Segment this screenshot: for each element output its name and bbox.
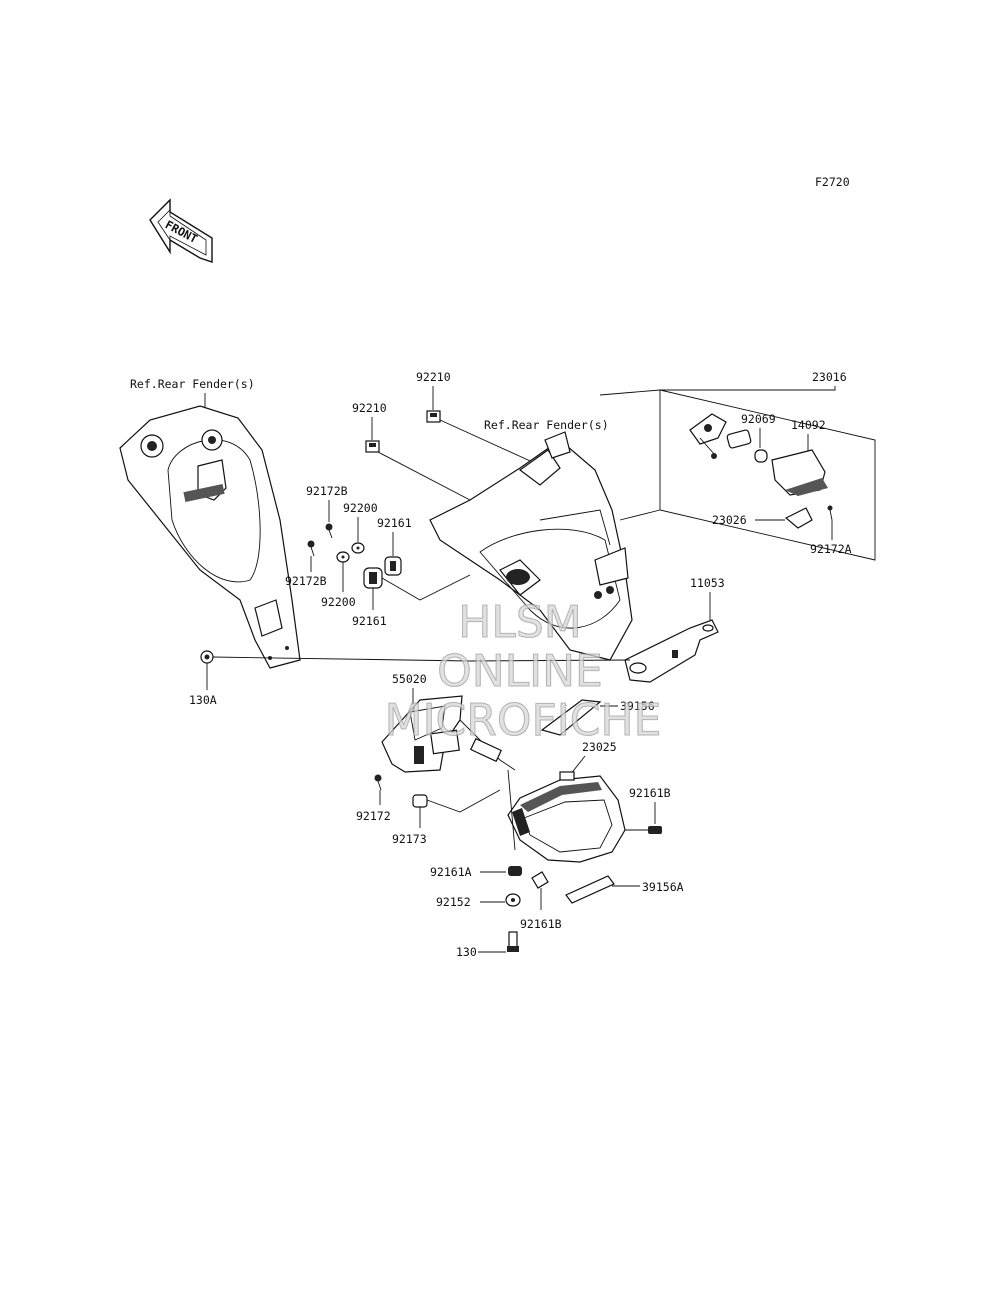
figure-code: F2720 — [815, 175, 850, 189]
label-92161A: 92161A — [430, 865, 472, 879]
label-23026: 23026 — [712, 513, 747, 527]
grommet-92161A-icon — [508, 866, 522, 876]
leader-grommets-to-fender — [381, 574, 471, 601]
pad-39156A-icon — [565, 875, 615, 904]
bulb-92069-icon — [754, 449, 768, 463]
label-92161B-a: 92161B — [629, 786, 671, 800]
label-92152: 92152 — [436, 895, 471, 909]
label-92172B-a: 92172B — [306, 484, 348, 498]
label-14092: 14092 — [791, 418, 826, 432]
screw-92172A-icon — [827, 505, 833, 521]
lamp-cover-14092-icon — [771, 449, 828, 496]
bolt-130-icon — [507, 931, 519, 952]
screw-130A-icon — [200, 650, 214, 664]
screw-92172-icon — [374, 774, 382, 791]
washer-92152-icon — [505, 893, 521, 907]
leader-11053-to-bolt — [469, 659, 631, 662]
rear-fender-panel-left — [119, 405, 301, 669]
label-130: 130 — [456, 945, 477, 959]
label-39156A: 39156A — [642, 880, 684, 894]
label-92161-b: 92161 — [352, 614, 387, 628]
label-23016: 23016 — [812, 370, 847, 384]
label-55020: 55020 — [392, 672, 427, 686]
grommet-92161B-icon — [531, 826, 662, 889]
kit-box-23016 — [659, 389, 876, 561]
leader-130A — [212, 656, 471, 662]
ref-rear-fender-left: Ref.Rear Fender(s) — [130, 377, 255, 391]
label-92210-b: 92210 — [352, 401, 387, 415]
watermark-line-1: HLSM — [458, 597, 582, 648]
bracket-11053-icon — [624, 619, 719, 683]
clip-92210-icon — [365, 410, 441, 453]
stay-55020-icon — [381, 695, 516, 773]
watermark-line-3: MICROFICHE — [385, 695, 662, 746]
grommet-92161-icon — [363, 556, 402, 589]
tail-lamp-23025-icon — [507, 771, 626, 863]
nut-92173-icon — [412, 794, 428, 808]
label-92210-a: 92210 — [416, 370, 451, 384]
label-92172: 92172 — [356, 809, 391, 823]
ref-rear-fender-right: Ref.Rear Fender(s) — [484, 418, 609, 432]
license-lamp-socket-icon — [689, 413, 752, 459]
label-130A: 130A — [189, 693, 217, 707]
label-92172B-b: 92172B — [285, 574, 327, 588]
label-92200-b: 92200 — [321, 595, 356, 609]
leader-23016 — [660, 386, 836, 391]
label-92173: 92173 — [392, 832, 427, 846]
label-92069: 92069 — [741, 412, 776, 426]
front-arrow-icon: FRONT — [149, 198, 213, 263]
leader-center-bolt — [507, 769, 516, 851]
label-92172A: 92172A — [810, 542, 852, 556]
label-11053: 11053 — [690, 576, 725, 590]
watermark: HLSM ONLINE MICROFICHE — [384, 597, 662, 747]
leader-92210-b-to-fender — [377, 451, 471, 501]
pad-39156-icon — [540, 699, 602, 736]
leader-kit-to-fender — [599, 389, 661, 396]
label-92161-a: 92161 — [377, 516, 412, 530]
label-92161B-b: 92161B — [520, 917, 562, 931]
label-92200-a: 92200 — [343, 501, 378, 515]
watermark-line-2: ONLINE — [437, 646, 603, 697]
screw-92172B-icon — [307, 523, 333, 557]
label-39156: 39156 — [620, 699, 655, 713]
lens-23026-icon — [784, 507, 813, 529]
leader-92173-to-lamp — [426, 789, 501, 813]
label-23025: 23025 — [582, 740, 617, 754]
washer-92200-icon — [336, 542, 365, 563]
rear-fender-center — [429, 431, 633, 661]
